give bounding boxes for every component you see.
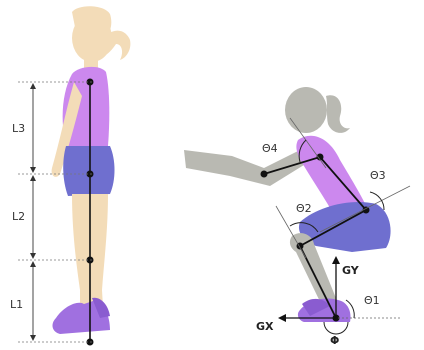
squat-arms <box>184 150 312 186</box>
squat-hair <box>326 95 350 133</box>
dim-arrow-l2-top <box>30 175 36 181</box>
dim-arrow-l1-bottom <box>30 335 36 341</box>
dim-arrow-l2-bottom <box>30 253 36 259</box>
arc-phi <box>324 322 348 334</box>
squat-figure <box>184 87 391 322</box>
squat-joint-hand <box>261 171 268 178</box>
arrow-gy-head <box>332 256 340 264</box>
label-gy: GY <box>342 264 360 277</box>
label-phi: Φ <box>330 334 339 347</box>
label-theta1: Θ1 <box>364 294 380 307</box>
label-l3: L3 <box>12 122 25 135</box>
squat-head <box>285 87 327 133</box>
label-gx: GX <box>256 320 274 333</box>
label-theta2: Θ2 <box>296 202 312 215</box>
label-l1: L1 <box>10 298 23 311</box>
label-theta3: Θ3 <box>370 169 386 182</box>
dim-arrow-l1-top <box>30 261 36 267</box>
arrow-gx-head <box>278 314 286 322</box>
label-theta4: Θ4 <box>262 142 278 155</box>
standing-head <box>72 14 112 62</box>
label-l2: L2 <box>12 210 25 223</box>
dim-arrow-l3-top <box>30 83 36 89</box>
dim-arrow-l3-bottom <box>30 167 36 173</box>
standing-figure <box>52 6 131 345</box>
